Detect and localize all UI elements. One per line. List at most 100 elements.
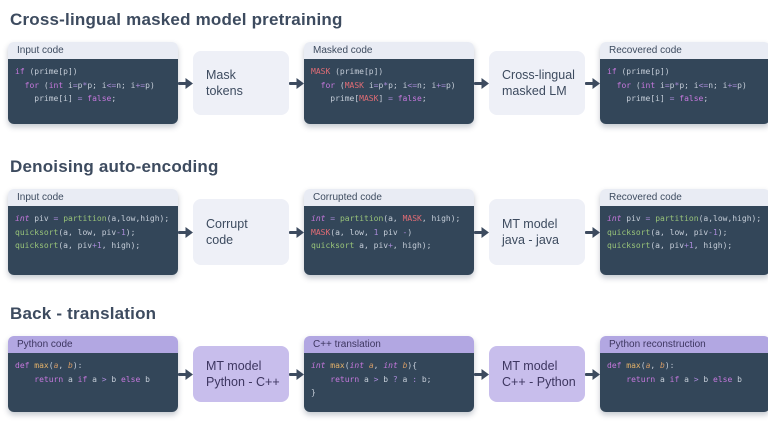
- code-line: quicksort(a, low, piv-1);: [607, 226, 768, 240]
- code-token: *: [383, 80, 389, 90]
- code-token: n; i: [116, 80, 136, 90]
- code-token: return: [330, 374, 360, 384]
- code-token: [15, 375, 34, 384]
- code-token: a: [63, 374, 78, 384]
- code-token: prime[i]: [607, 94, 670, 103]
- process-box-label: MT model: [206, 359, 262, 373]
- code-token: if: [607, 67, 617, 76]
- arrow-cell: [585, 189, 600, 275]
- code-token: a: [645, 361, 651, 370]
- code-token: ]: [378, 94, 389, 103]
- code-token: a: [397, 374, 413, 384]
- code-token: MASK: [311, 67, 331, 76]
- code-token: piv: [29, 214, 54, 223]
- code-token: b: [378, 374, 393, 384]
- code-token: , high);: [392, 241, 432, 250]
- code-body: int = partition(a, MASK, high);MASK(a, l…: [304, 206, 474, 275]
- code-token: 1: [373, 227, 379, 237]
- arrow-cell: [474, 336, 489, 412]
- code-body: if (prime[p]) for (int i=p*p; i<=n; i+=p…: [8, 59, 178, 124]
- code-line: MASK (prime[p]): [311, 65, 474, 79]
- code-token: );: [125, 227, 136, 237]
- arrow-cell: [474, 42, 489, 124]
- code-block-label: Python reconstruction: [600, 336, 768, 353]
- code-line: quicksort(a, piv+1, high);: [15, 239, 178, 253]
- arrow-cell: [178, 42, 193, 124]
- code-token: p): [145, 80, 155, 90]
- code-token: false: [679, 94, 704, 103]
- arrow-cell: [585, 336, 600, 412]
- code-body: def max(a, b): return a if a > b else b: [600, 353, 768, 412]
- code-block-recovered-code: Recovered code if (prime[p]) for (int i=p…: [600, 42, 768, 124]
- code-token: (: [335, 80, 345, 90]
- code-token: [311, 375, 330, 384]
- section-title: Cross-lingual masked model pretraining: [10, 10, 343, 29]
- code-token: a: [87, 374, 102, 384]
- code-token: }: [311, 388, 316, 397]
- code-token: return: [626, 374, 656, 384]
- code-line: return a if a > b else b: [607, 373, 768, 387]
- code-block-label: Input code: [8, 42, 178, 59]
- code-token: p; i: [679, 80, 699, 90]
- arrow-right-icon: [585, 77, 600, 89]
- code-token: partition: [339, 214, 384, 223]
- code-token: -: [402, 227, 408, 237]
- code-token: b: [106, 374, 121, 384]
- code-line: for (int i=p*p; i<=n; i+=p): [607, 79, 768, 93]
- code-token: (a, low, piv: [650, 227, 709, 237]
- code-body: def max(a, b): return a if a > b else b: [8, 353, 178, 412]
- code-token: quicksort: [311, 241, 355, 250]
- code-token: (a,: [383, 214, 403, 223]
- code-token: +=: [135, 80, 146, 90]
- code-token: =: [669, 94, 675, 103]
- code-token: p: [77, 80, 83, 90]
- code-token: else: [121, 374, 141, 384]
- code-token: max: [626, 361, 641, 370]
- code-token: false: [87, 94, 112, 103]
- code-token: *: [674, 80, 680, 90]
- code-token: i: [364, 80, 374, 90]
- code-token: [607, 375, 626, 384]
- code-token: >: [101, 374, 107, 384]
- code-token: (a, piv: [58, 241, 93, 250]
- code-token: a: [679, 374, 694, 384]
- code-block-label: Recovered code: [600, 42, 768, 59]
- code-token: +=: [727, 80, 738, 90]
- code-token: (prime[p]): [616, 67, 670, 76]
- code-line: for (int i=p*p; i<=n; i+=p): [15, 79, 178, 93]
- process-box-label: C++ - Python: [502, 375, 576, 389]
- code-token: ){: [407, 361, 418, 370]
- arrow-right-icon: [289, 226, 304, 238]
- code-token: a: [368, 361, 374, 370]
- code-line: return a if a > b else b: [15, 373, 178, 387]
- code-token: );: [717, 227, 728, 237]
- code-token: <=: [106, 80, 117, 90]
- code-token: -1: [116, 227, 126, 237]
- code-token: if: [15, 67, 25, 76]
- code-token: =: [373, 80, 379, 90]
- code-token: if: [669, 374, 680, 384]
- code-token: (prime[p]): [24, 67, 78, 76]
- code-body: MASK (prime[p]) for (MASK i=p*p; i<=n; i…: [304, 59, 474, 124]
- section-title: Back - translation: [10, 304, 157, 323]
- code-token: [607, 81, 617, 90]
- section-title: Denoising auto-encoding: [10, 157, 219, 176]
- process-box-label: masked LM: [502, 84, 567, 98]
- code-token: quicksort: [607, 227, 651, 237]
- code-token: for: [320, 80, 336, 90]
- code-token: (a, piv: [650, 241, 685, 250]
- code-token: int: [607, 214, 622, 223]
- code-token: quicksort: [15, 227, 59, 237]
